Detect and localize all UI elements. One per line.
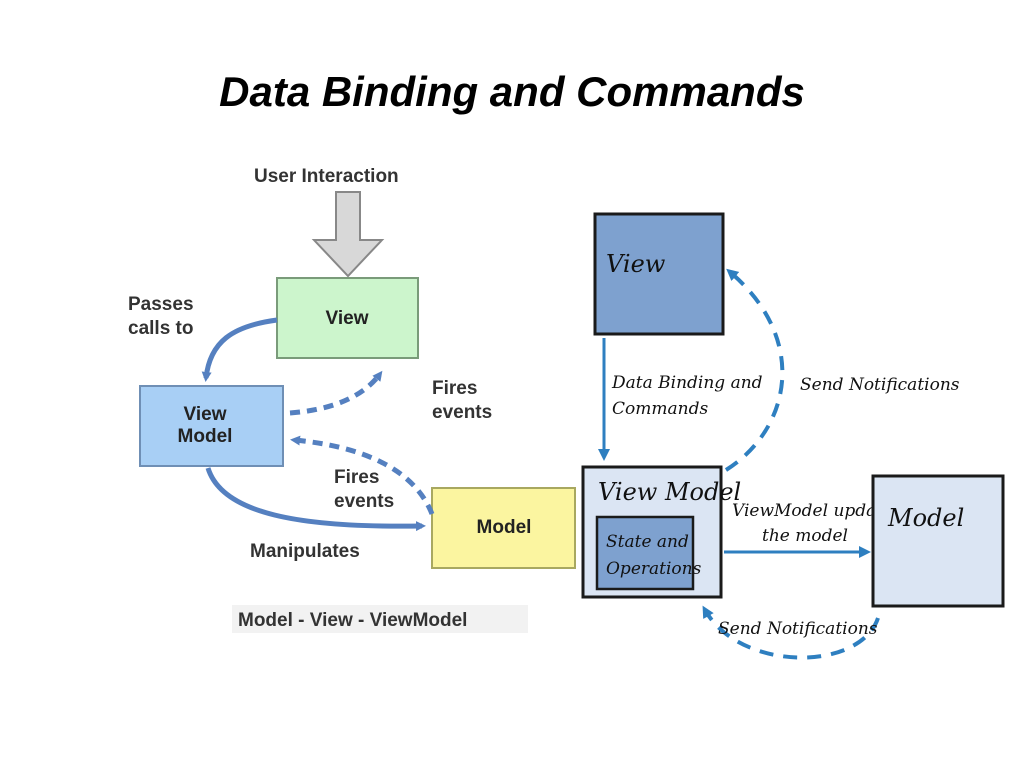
right-view-box <box>593 212 725 336</box>
passes-calls-label-line2: calls to <box>128 318 193 339</box>
fires-events-label-2-line2: events <box>334 491 394 512</box>
left-viewmodel-label-line1: View <box>184 404 227 425</box>
state-operations-label-line2: Operations <box>606 559 702 579</box>
manipulates-label: Manipulates <box>250 541 360 562</box>
send-notifications-arrow-bottom <box>702 605 880 660</box>
viewmodel-updates-label-line2: the model <box>762 526 848 546</box>
fires-events-label-1-line2: events <box>432 402 492 423</box>
viewmodel-updates-label-line1: ViewModel updates <box>732 501 902 521</box>
left-view-label: View <box>326 308 369 329</box>
fires-events-label-2-line1: Fires <box>334 467 379 488</box>
send-notifications-label-bottom: Send Notifications <box>718 619 878 639</box>
left-view-box <box>276 277 419 359</box>
right-view-label: View <box>606 250 666 278</box>
data-binding-label-line1: Data Binding and <box>611 373 763 393</box>
send-notifications-arrow-top <box>724 268 785 472</box>
left-caption: Model - View - ViewModel <box>238 610 467 631</box>
left-model-label: Model <box>477 517 532 538</box>
fires-events-arrow-to-viewmodel <box>290 435 435 515</box>
left-viewmodel-label-line2: Model <box>178 426 233 447</box>
passes-calls-arrow <box>201 317 278 382</box>
right-model-label: Model <box>887 504 964 532</box>
send-notifications-label-top: Send Notifications <box>800 375 960 395</box>
user-interaction-label: User Interaction <box>254 166 399 187</box>
left-caption-background <box>232 605 528 633</box>
right-model-box <box>871 474 1005 608</box>
left-viewmodel-box <box>139 385 284 467</box>
state-operations-box <box>595 515 695 591</box>
fires-events-label-1-line1: Fires <box>432 378 477 399</box>
manipulates-arrow <box>205 467 426 532</box>
user-interaction-arrow <box>311 191 385 278</box>
fires-events-arrow-to-view <box>289 370 383 416</box>
state-operations-label-line1: State and <box>606 532 689 552</box>
right-viewmodel-label: View Model <box>598 478 741 506</box>
slide-title: Data Binding and Commands <box>219 68 805 115</box>
passes-calls-label-line1: Passes <box>128 294 194 315</box>
left-model-box <box>431 487 576 569</box>
data-binding-label-line2: Commands <box>612 399 708 419</box>
